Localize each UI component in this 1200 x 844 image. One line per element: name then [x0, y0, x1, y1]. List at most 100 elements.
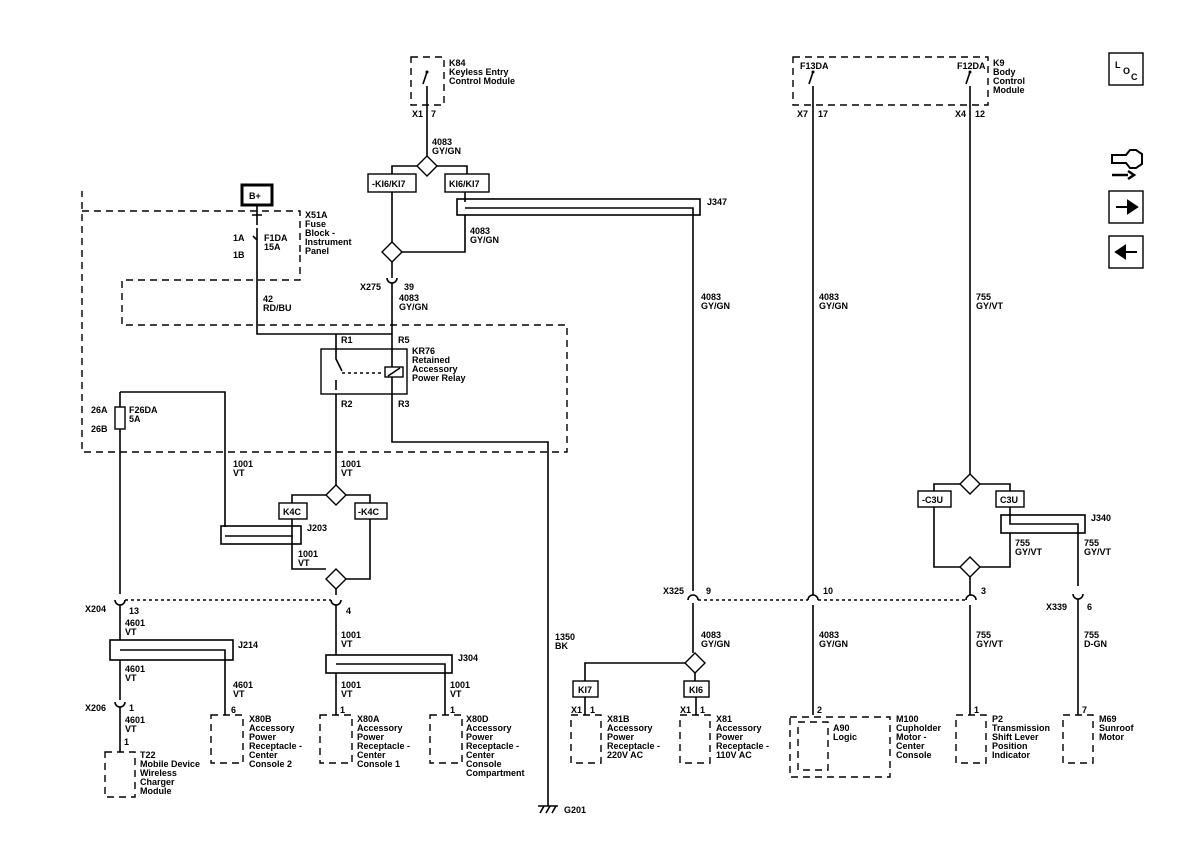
x275-label: X275 [360, 282, 381, 292]
k84-pin: 7 [431, 109, 436, 119]
x81b-label-0: X81B [607, 714, 630, 724]
connector-view-icon[interactable] [1111, 149, 1143, 181]
m69-label-0: M69 [1099, 714, 1117, 724]
x80b-label-5: Console 2 [249, 759, 292, 769]
fuse-f1da-name: F1DA [264, 233, 288, 243]
wire-4083-b-num: 4083 [470, 226, 490, 236]
option-ki7: KI7 [578, 685, 592, 695]
splice-j304-label: J304 [458, 653, 478, 663]
wire-755-d-num: 755 [976, 630, 991, 640]
wire-1001-a-color: VT [233, 468, 245, 478]
relay-pin-r5: R5 [398, 335, 410, 345]
wire-4601-d-color: VT [125, 724, 137, 734]
fuse-block-x51a: X51A Fuse Block - Instrument Panel [81, 191, 568, 453]
kr76-label-1: Retained [412, 355, 450, 365]
k9-label-1: Body [993, 67, 1016, 77]
location-button[interactable]: L O C [1108, 52, 1144, 86]
m100-label-4: Console [896, 750, 932, 760]
x80b-pin: 6 [231, 705, 236, 715]
m100-label-1: Cupholder [896, 723, 941, 733]
x81-label-4: 110V AC [716, 750, 752, 760]
k9-connector-x7: X7 [797, 109, 808, 119]
fuse-f26da-rating: 5A [129, 414, 141, 424]
next-page-button[interactable] [1108, 190, 1144, 224]
x80d-label-1: Accessory [466, 723, 512, 733]
p2-pin: 1 [974, 705, 979, 715]
m100-label-2: Motor - [896, 732, 927, 742]
wire-4601-b-color: VT [125, 673, 137, 683]
t22-label-3: Charger [140, 777, 175, 787]
t22-label-1: Mobile Device [140, 759, 200, 769]
wire-4601-d-num: 4601 [125, 715, 145, 725]
x51a-label-3: Instrument [305, 237, 352, 247]
option-c3u: C3U [1000, 495, 1018, 505]
x80d-label-4: Center [466, 750, 495, 760]
x81-connector: X1 [680, 705, 691, 715]
m69-label-1: Sunroof [1099, 723, 1134, 733]
wire-4083-a-num: 4083 [432, 137, 452, 147]
x80a-label-1: Accessory [357, 723, 403, 733]
p2-label-3: Position [992, 741, 1028, 751]
x81b-label-1: Accessory [607, 723, 653, 733]
t22-pin: 1 [124, 737, 129, 747]
previous-page-button[interactable] [1108, 235, 1144, 269]
option-k4c-neg: -K4C [358, 507, 380, 517]
fuse-f26da-pin-a: 26A [91, 405, 108, 415]
relay-pin-r2: R2 [341, 399, 353, 409]
option-k4c: K4C [283, 507, 302, 517]
k84-label-2: Control Module [449, 76, 515, 86]
module-x81: X81 Accessory Power Receptacle - 110V AC [679, 714, 769, 764]
x80b-label-0: X80B [249, 714, 272, 724]
k84-label-1: Keyless Entry [449, 67, 509, 77]
wire-1001-e-num: 1001 [341, 680, 361, 690]
module-x80b: X80B Accessory Power Receptacle - Center… [210, 714, 302, 769]
a90-pin: 2 [817, 705, 822, 715]
wire-4083-b-color: GY/GN [470, 235, 499, 245]
x80a-label-0: X80A [357, 714, 380, 724]
wire-755-a-color: GY/VT [976, 301, 1004, 311]
k84-connector: X1 [412, 109, 423, 119]
x339-label: X339 [1046, 602, 1067, 612]
p2-label-0: P2 [992, 714, 1003, 724]
splice-j304 [325, 654, 453, 674]
wire-4083-c-num: 4083 [399, 293, 419, 303]
wire-4601-c-num: 4601 [233, 680, 253, 690]
x275-pin: 39 [404, 282, 414, 292]
wire-4083-g-num: 4083 [819, 630, 839, 640]
wire-4601-c-color: VT [233, 689, 245, 699]
kr76-label-0: KR76 [412, 346, 435, 356]
x81-label-0: X81 [716, 714, 732, 724]
p2-label-1: Transmission [992, 723, 1050, 733]
x80b-label-2: Power [249, 732, 277, 742]
x204-label: X204 [85, 604, 106, 614]
x80a-label-2: Power [357, 732, 385, 742]
fuse-f26da-name: F26DA [129, 405, 158, 415]
module-k84: K84 Keyless Entry Control Module X1 7 [410, 56, 515, 119]
wire-1001-c-color: VT [298, 558, 310, 568]
wire-1001-f-num: 1001 [450, 680, 470, 690]
x51a-label-1: Fuse [305, 219, 326, 229]
wire-1350-color: BK [555, 641, 568, 651]
x204-pin-4: 4 [346, 606, 351, 616]
k9-label-0: K9 [993, 58, 1005, 68]
wire-755-c-color: GY/VT [1084, 547, 1112, 557]
x206-pin: 1 [129, 703, 134, 713]
wire-4601-a-color: VT [125, 627, 137, 637]
loc-letter-c: C [1131, 72, 1138, 82]
splice-j214 [109, 639, 234, 661]
x80b-label-3: Receptacle - [249, 741, 302, 751]
splice-j214-label: J214 [238, 640, 258, 650]
x81b-label-4: 220V AC [607, 750, 644, 760]
module-t22: T22 Mobile Device Wireless Charger Modul… [104, 750, 200, 798]
module-m69: M69 Sunroof Motor [1062, 714, 1134, 764]
t22-label-4: Module [140, 786, 172, 796]
wire-4083-e-num: 4083 [701, 630, 721, 640]
wire-42-num: 42 [263, 294, 273, 304]
x325-pin-3: 3 [981, 586, 986, 596]
x80b-label-4: Center [249, 750, 278, 760]
wire-1001-b-color: VT [341, 468, 353, 478]
wire-755-b-color: GY/VT [1015, 547, 1043, 557]
x80a-label-5: Console 1 [357, 759, 400, 769]
wire-1001-c-num: 1001 [298, 549, 318, 559]
